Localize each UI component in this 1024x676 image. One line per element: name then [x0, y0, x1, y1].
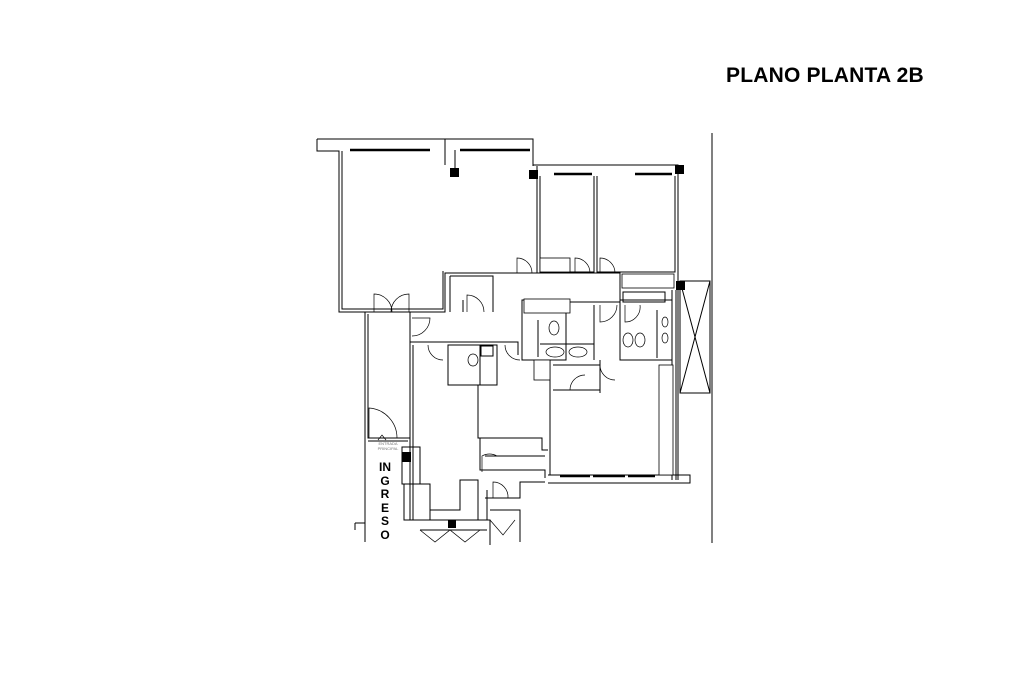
wardrobes: [523, 257, 675, 476]
entrance-arrow: [377, 434, 387, 441]
plan-title: PLANO PLANTA 2B: [726, 64, 924, 87]
fixtures: [467, 291, 669, 367]
doors: [368, 257, 641, 499]
entrance-label: ENTRADA PRINCIPAL: [377, 441, 399, 451]
stairs: [419, 519, 516, 543]
walls: [316, 133, 713, 545]
ingreso-label: INGRESO: [379, 460, 391, 542]
columns: [402, 165, 685, 528]
